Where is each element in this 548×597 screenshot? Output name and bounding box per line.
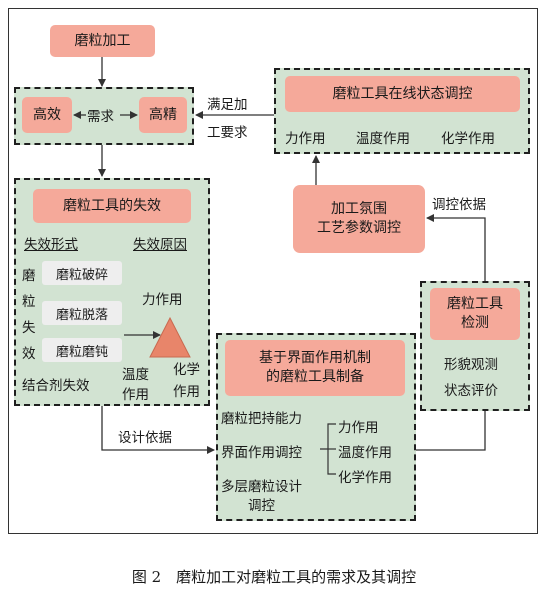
fabrication-title: 基于界面作用机制 的磨粒工具制备 (225, 340, 405, 396)
failure-form-header: 失效形式 (24, 237, 78, 253)
detection-morphology: 形貌观测 (444, 357, 498, 373)
cause-chem-2: 作用 (173, 384, 200, 400)
atmosphere-line-2: 工艺参数调控 (317, 220, 401, 236)
branch-force (320, 423, 336, 450)
failure-side-4: 效 (22, 346, 36, 362)
design-basis-label: 设计依据 (118, 430, 172, 446)
detection-title-2: 检测 (461, 315, 489, 331)
cause-chem-1: 化学 (173, 362, 200, 378)
atmosphere-node: 加工氛围 工艺参数调控 (293, 185, 425, 253)
online-force: 力作用 (285, 131, 326, 147)
online-control-title-label: 磨粒工具在线状态调控 (332, 85, 473, 102)
cause-temp-2: 作用 (122, 387, 149, 403)
failure-title-label: 磨粒工具的失效 (63, 197, 161, 214)
fab-multilayer-2: 调控 (248, 498, 275, 514)
detection-title-1: 磨粒工具 (447, 296, 503, 313)
demand-label: 需求 (87, 109, 114, 125)
detection-evaluation: 状态评价 (444, 383, 498, 399)
online-chemical: 化学作用 (441, 131, 495, 147)
online-control-title: 磨粒工具在线状态调控 (285, 76, 520, 112)
failure-side-2: 粒 (22, 294, 36, 310)
form-dulling-label: 磨粒磨钝 (55, 344, 108, 360)
arrow-failure-to-fabrication (101, 406, 215, 454)
failure-side-3: 失 (22, 320, 36, 336)
cause-triangle (149, 316, 191, 358)
grinding-label: 磨粒加工 (74, 32, 131, 49)
fab-force: 力作用 (338, 420, 379, 436)
failure-side-1: 磨 (22, 268, 36, 284)
failure-binder: 结合剂失效 (22, 378, 90, 394)
online-temperature: 温度作用 (356, 131, 410, 147)
cause-temp-1: 温度 (122, 367, 149, 383)
satisfy-line-2: 工要求 (207, 125, 248, 141)
precision-node: 高精 (139, 97, 187, 133)
efficiency-label: 高效 (33, 106, 61, 123)
atmosphere-line-1: 加工氛围 (331, 201, 387, 218)
fab-temperature: 温度作用 (338, 445, 392, 461)
arrow-detection-to-atmosphere (426, 214, 486, 281)
form-fracture: 磨粒破碎 (42, 261, 122, 285)
fab-chemical: 化学作用 (338, 470, 392, 486)
form-fracture-label: 磨粒破碎 (55, 267, 108, 283)
cause-force: 力作用 (142, 292, 183, 308)
fabrication-title-1: 基于界面作用机制 (259, 350, 371, 367)
branch-chemical (327, 449, 336, 475)
detection-title: 磨粒工具 检测 (430, 288, 520, 340)
precision-label: 高精 (149, 106, 177, 123)
fab-interface: 界面作用调控 (221, 445, 302, 461)
failure-title: 磨粒工具的失效 (33, 189, 191, 223)
fabrication-title-2: 的磨粒工具制备 (266, 369, 364, 385)
efficiency-node: 高效 (22, 97, 72, 133)
satisfy-line-1: 满足加 (207, 97, 248, 113)
fab-holding: 磨粒把持能力 (221, 411, 302, 427)
form-pullout: 磨粒脱落 (42, 301, 122, 325)
form-pullout-label: 磨粒脱落 (55, 307, 108, 323)
connector-fabrication-to-detection (416, 411, 486, 451)
form-dulling: 磨粒磨钝 (42, 338, 122, 362)
fab-multilayer-1: 多层磨粒设计 (221, 479, 302, 495)
figure-caption: 图 2 磨粒加工对磨粒工具的需求及其调控 (131, 568, 417, 586)
control-basis-label: 调控依据 (432, 197, 486, 213)
failure-cause-header: 失效原因 (133, 237, 187, 253)
grinding-node: 磨粒加工 (50, 25, 155, 57)
